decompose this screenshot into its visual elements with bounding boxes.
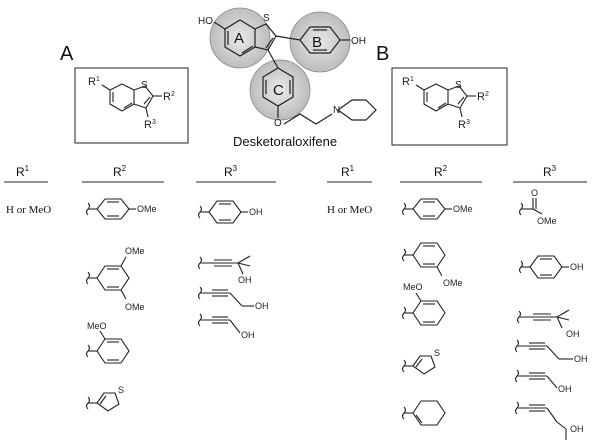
substituent-alkynyl-propanol [514, 369, 558, 389]
svg-text:R2: R2 [163, 91, 175, 103]
ring-a-label: A [234, 30, 244, 47]
r1-value-a: H or MeO [6, 204, 51, 216]
label-s: S [434, 348, 440, 358]
scaffold-s: S [455, 80, 462, 91]
svg-text:R2: R2 [434, 164, 448, 179]
label-ome: OMe [443, 278, 463, 288]
substituent-4-methoxyphenyl [85, 198, 136, 220]
substituent-2-methoxyphenyl [401, 292, 446, 326]
substituent-4-hydroxyphenyl [197, 200, 248, 224]
r2-sup: 2 [485, 91, 489, 98]
header-r2-a: R [113, 165, 122, 179]
ho-label: HO [198, 16, 213, 27]
r1-sup: 1 [410, 76, 414, 83]
substituent-3-5-dimethoxyphenyl [85, 256, 130, 300]
r2-sup: 2 [171, 91, 175, 98]
desketoraloxifene-structure [209, 7, 377, 125]
label-oh: OH [238, 275, 252, 285]
label-ome: OMe [537, 216, 557, 226]
svg-text:R1: R1 [88, 76, 100, 88]
r3-sup: 3 [152, 119, 156, 126]
substituent-3-thienyl [401, 355, 436, 375]
svg-text:R3: R3 [144, 119, 156, 131]
label-oh: OH [570, 262, 584, 272]
r1-label: R [402, 76, 410, 88]
ring-a-highlight [209, 7, 271, 69]
panel-b-r3-column [514, 198, 573, 440]
panel-a-r2-column [85, 198, 136, 412]
r2-label: R [163, 91, 171, 103]
header-r3-a: R [224, 165, 233, 179]
header-r3-b: R [543, 165, 552, 179]
substituent-alkynyl-butanol [197, 286, 254, 307]
svg-text:R2: R2 [477, 91, 489, 103]
panel-a-label: A [60, 43, 74, 65]
compound-title: Desketoraloxifene [233, 134, 337, 149]
svg-text:R1: R1 [341, 164, 355, 179]
substituent-alkynyl-tert-alcohol [516, 309, 570, 329]
svg-text:R2: R2 [113, 164, 127, 179]
label-meo: MeO [87, 321, 107, 331]
scaffold-box-b: S R1 R2 R3 [391, 67, 508, 146]
oh-label: OH [351, 36, 366, 47]
n-label: N [333, 105, 340, 116]
label-oh: OH [566, 329, 580, 339]
substituent-3-thienyl [85, 392, 120, 412]
column-headers: R1 R2 R3 R1 R2 R3 [4, 164, 587, 183]
r2-label: R [477, 91, 485, 103]
substituent-alkynyl-butanol [514, 339, 573, 360]
scaffold-s: S [141, 80, 148, 91]
substituent-alkynyl-propanol [197, 313, 241, 334]
header-r1-b: R [341, 165, 350, 179]
label-s: S [118, 385, 124, 395]
r1-label: R [88, 76, 96, 88]
r3-sup: 3 [466, 119, 470, 126]
r1-sup: 1 [96, 76, 100, 83]
substituent-methyl-ester [518, 198, 543, 216]
svg-text:R1: R1 [402, 76, 414, 88]
r3-label: R [144, 119, 152, 131]
substituent-4-methoxyphenyl [401, 198, 452, 220]
substituent-4-hydroxyphenyl [518, 255, 569, 279]
label-oh: OH [241, 330, 255, 340]
substituent-alkynyl-sec-alcohol [514, 401, 567, 440]
label-ome: OMe [137, 204, 157, 214]
svg-text:R1: R1 [16, 164, 30, 179]
panel-b-label: B [376, 43, 389, 65]
label-oh: OH [249, 207, 263, 217]
label-ome: OMe [125, 246, 145, 256]
ring-b-highlight [289, 11, 351, 73]
substituent-alkynyl-tert-alcohol [197, 255, 251, 275]
label-oh: OH [574, 354, 588, 364]
panel-b-r2-column [401, 198, 452, 426]
ring-c-label: C [273, 82, 284, 99]
substituent-3-methoxyphenyl [401, 242, 446, 277]
label-meo: MeO [403, 282, 423, 292]
header-r2-b: R [434, 165, 443, 179]
r1-value-b: H or MeO [327, 204, 372, 216]
panel-a-r3-column [197, 200, 254, 334]
o-label: O [274, 118, 282, 129]
label-ome: OMe [125, 302, 145, 312]
label-oh: OH [570, 424, 584, 434]
substituent-cyclohexenyl [401, 400, 446, 426]
scaffold-box-a: S R1 R2 R3 [74, 67, 189, 144]
header-r1-a: R [16, 165, 25, 179]
substituent-2-methoxyphenyl [85, 330, 130, 364]
r3-label: R [458, 119, 466, 131]
label-oh: OH [558, 384, 572, 394]
ring-b-label: B [312, 34, 322, 51]
label-oh: OH [255, 301, 269, 311]
svg-text:R3: R3 [543, 164, 557, 179]
label-o: O [531, 188, 538, 198]
svg-text:R3: R3 [458, 119, 470, 131]
svg-text:R3: R3 [224, 164, 238, 179]
label-ome: OMe [453, 204, 473, 214]
s-label: S [263, 13, 270, 24]
ring-c-highlight [249, 59, 311, 121]
